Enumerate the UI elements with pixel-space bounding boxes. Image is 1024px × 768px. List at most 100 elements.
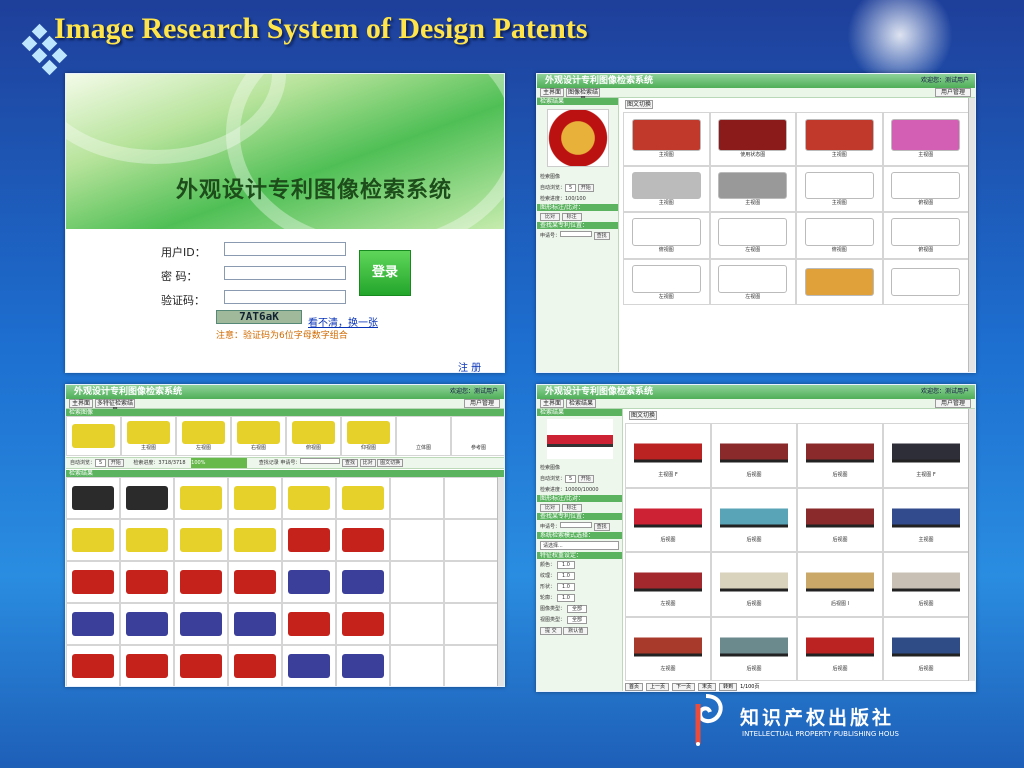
- result-cell[interactable]: 后视图: [797, 423, 883, 488]
- find-button[interactable]: 查找: [593, 523, 610, 531]
- result-cell[interactable]: [174, 519, 228, 561]
- result-cell[interactable]: 后视图: [711, 616, 797, 681]
- pager-button[interactable]: 末页: [698, 683, 717, 691]
- nav-home-button[interactable]: 主界面: [540, 88, 564, 97]
- toggle-view-button[interactable]: 图文切换: [625, 100, 653, 109]
- compare-button[interactable]: 比对: [540, 213, 561, 221]
- result-cell[interactable]: 左视图: [625, 552, 711, 617]
- result-cell[interactable]: 俯视图: [796, 212, 883, 259]
- pager-button[interactable]: 首页: [625, 683, 644, 691]
- result-cell[interactable]: [120, 645, 174, 686]
- result-cell[interactable]: [66, 477, 120, 519]
- submit-button[interactable]: 提 交: [540, 627, 562, 635]
- query-view-cell[interactable]: 主视图: [121, 416, 176, 456]
- result-cell[interactable]: [444, 477, 498, 519]
- result-cell[interactable]: [228, 561, 282, 603]
- result-cell[interactable]: [282, 603, 336, 645]
- captcha-input[interactable]: [224, 290, 346, 304]
- weight-input[interactable]: 1.0: [557, 583, 575, 591]
- result-cell[interactable]: [336, 561, 390, 603]
- result-cell[interactable]: [228, 603, 282, 645]
- weight-input[interactable]: 1.0: [557, 572, 575, 580]
- result-cell[interactable]: [66, 561, 120, 603]
- weight-input[interactable]: 1.0: [557, 561, 575, 569]
- query-view-cell[interactable]: 仰视图: [341, 416, 396, 456]
- result-cell[interactable]: 后视图: [797, 487, 883, 552]
- record-button[interactable]: 查找记录: [258, 460, 279, 466]
- result-cell[interactable]: [390, 603, 444, 645]
- result-cell[interactable]: [282, 477, 336, 519]
- result-cell[interactable]: 使用状态图: [709, 112, 796, 166]
- result-cell[interactable]: 左视图: [623, 258, 710, 306]
- register-link[interactable]: 注 册: [458, 363, 482, 373]
- result-cell[interactable]: 左视图: [625, 616, 711, 681]
- result-cell[interactable]: [66, 645, 120, 686]
- result-cell[interactable]: [174, 603, 228, 645]
- result-cell[interactable]: 主视图: [796, 165, 883, 213]
- toggle-view-button[interactable]: 图文切换: [377, 459, 404, 467]
- result-cell[interactable]: [120, 519, 174, 561]
- weight-input[interactable]: 1.0: [557, 594, 575, 602]
- result-cell[interactable]: 俯视图: [882, 165, 969, 213]
- result-cell[interactable]: [174, 561, 228, 603]
- user-id-input[interactable]: [224, 242, 346, 256]
- result-cell[interactable]: 左视图: [709, 258, 796, 306]
- weight-input[interactable]: 全部: [567, 605, 588, 613]
- result-cell[interactable]: 主视图: [883, 487, 969, 552]
- scrollbar[interactable]: [968, 98, 975, 372]
- result-cell[interactable]: [444, 519, 498, 561]
- result-cell[interactable]: [390, 645, 444, 686]
- pager-button[interactable]: 下一页: [672, 683, 696, 691]
- result-cell[interactable]: [336, 519, 390, 561]
- query-view-cell[interactable]: 立体图: [396, 416, 451, 456]
- nav-results-button[interactable]: 检索结果: [566, 399, 596, 408]
- result-cell[interactable]: [66, 519, 120, 561]
- nav-results-button[interactable]: 图像检索结果: [566, 88, 600, 103]
- result-cell[interactable]: 后视图 I: [797, 552, 883, 617]
- result-cell[interactable]: 俯视图: [882, 212, 969, 259]
- result-cell[interactable]: 后视图: [883, 616, 969, 681]
- result-cell[interactable]: [66, 603, 120, 645]
- reset-button[interactable]: 默认值: [563, 627, 589, 635]
- result-cell[interactable]: 后视图: [711, 423, 797, 488]
- query-view-cell[interactable]: [66, 416, 121, 456]
- result-cell[interactable]: [282, 561, 336, 603]
- result-cell[interactable]: [120, 477, 174, 519]
- result-cell[interactable]: [120, 561, 174, 603]
- result-cell[interactable]: 主视图: [623, 165, 710, 213]
- result-cell[interactable]: 主视图: [796, 112, 883, 166]
- result-cell[interactable]: [390, 519, 444, 561]
- result-cell[interactable]: [796, 258, 883, 306]
- compare-button[interactable]: 比对: [359, 459, 376, 467]
- result-cell[interactable]: [282, 519, 336, 561]
- nav-results-button[interactable]: 多特征检索结果: [95, 399, 135, 414]
- password-input[interactable]: [224, 266, 346, 280]
- result-cell[interactable]: 左视图: [709, 212, 796, 259]
- result-cell[interactable]: [390, 561, 444, 603]
- nav-home-button[interactable]: 主界面: [540, 399, 564, 408]
- result-cell[interactable]: [174, 477, 228, 519]
- query-view-cell[interactable]: 俯视图: [286, 416, 341, 456]
- pager-button[interactable]: 上一页: [646, 683, 670, 691]
- find-button[interactable]: 查找: [593, 232, 610, 240]
- scrollbar[interactable]: [497, 477, 504, 686]
- result-cell[interactable]: 主视图: [882, 112, 969, 166]
- toggle-view-button[interactable]: 图文切换: [629, 411, 657, 420]
- scrollbar[interactable]: [968, 409, 975, 681]
- find-button[interactable]: 查找: [341, 459, 358, 467]
- mark-button[interactable]: 标注: [561, 213, 582, 221]
- refresh-captcha-link[interactable]: 看不清，换一张: [308, 318, 378, 329]
- app-number-input[interactable]: [300, 458, 341, 464]
- result-cell[interactable]: [444, 645, 498, 686]
- query-view-cell[interactable]: 左视图: [176, 416, 231, 456]
- manage-button[interactable]: 用户管理: [935, 88, 971, 97]
- result-cell[interactable]: 后视图: [711, 487, 797, 552]
- result-cell[interactable]: [120, 603, 174, 645]
- result-cell[interactable]: [444, 603, 498, 645]
- result-cell[interactable]: 后视图: [711, 552, 797, 617]
- compare-button[interactable]: 比对: [540, 504, 561, 512]
- query-view-cell[interactable]: 右视图: [231, 416, 286, 456]
- result-cell[interactable]: 主视图: [709, 165, 796, 213]
- mode-select[interactable]: 请选择...: [540, 541, 619, 550]
- result-cell[interactable]: [228, 645, 282, 686]
